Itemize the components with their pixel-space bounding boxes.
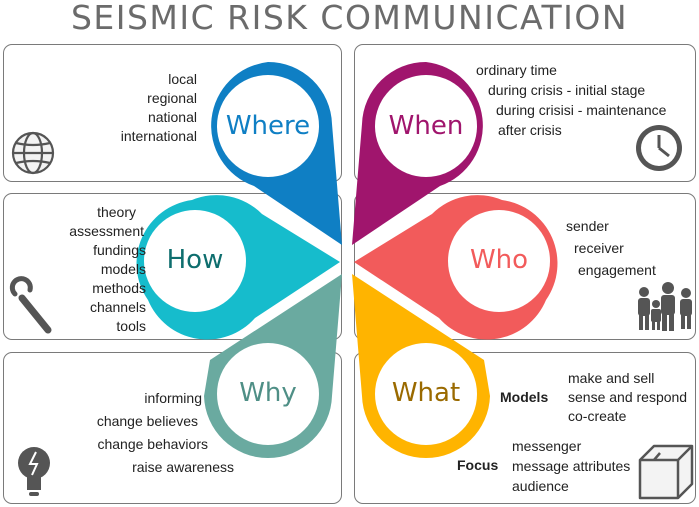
- list-item: receiver: [574, 240, 624, 256]
- why-label: Why: [239, 378, 297, 408]
- how-petal-center: [144, 210, 246, 312]
- list-item: message attributes: [512, 458, 631, 474]
- list-item: during crisisi - maintenance: [496, 102, 667, 118]
- box-icon: [638, 444, 694, 500]
- list-item: tools: [116, 318, 146, 334]
- what-models-list: make and sell sense and respond co-creat…: [568, 369, 687, 426]
- people-icon: [638, 282, 692, 331]
- lightbulb-icon: [18, 447, 50, 496]
- when-label: When: [388, 111, 464, 141]
- how-label: How: [166, 245, 224, 275]
- list-item: raise awareness: [132, 459, 234, 475]
- why-petal: [204, 274, 342, 458]
- who-petal: [354, 195, 558, 340]
- where-petal: [211, 61, 342, 246]
- when-petal-center: [375, 75, 477, 177]
- list-item: methods: [92, 280, 146, 296]
- who-item-list: sender receiver engagement: [566, 215, 656, 281]
- list-item: assessment: [69, 223, 144, 239]
- who-petal-center: [448, 210, 550, 312]
- list-item: international: [120, 128, 197, 144]
- list-item: ordinary time: [476, 62, 557, 78]
- when-petal: [352, 61, 483, 245]
- list-item: national: [147, 109, 197, 125]
- when-item-list: ordinary time during crisis - initial st…: [476, 60, 666, 140]
- list-item: co-create: [568, 408, 627, 424]
- list-item: models: [100, 261, 146, 277]
- list-item: engagement: [578, 262, 656, 278]
- list-item: make and sell: [568, 370, 655, 386]
- where-petal-center: [217, 75, 319, 177]
- what-focus-label: Focus: [457, 457, 499, 473]
- why-petal-center: [217, 343, 319, 445]
- what-focus-list: messenger message attributes audience: [512, 436, 630, 496]
- list-item: regional: [147, 90, 197, 106]
- list-item: sender: [566, 218, 609, 234]
- list-item: audience: [512, 478, 569, 494]
- page-title: SEISMIC RISK COMMUNICATION: [70, 0, 629, 37]
- what-petal-center: [375, 343, 477, 445]
- how-petal: [136, 195, 340, 340]
- list-item: change believes: [96, 413, 198, 429]
- wrench-icon: [9, 276, 52, 334]
- globe-icon: [11, 131, 55, 175]
- how-item-list: theory assessment fundings models method…: [20, 203, 146, 336]
- what-models-label: Models: [500, 389, 549, 405]
- list-item: messenger: [512, 438, 582, 454]
- what-label: What: [391, 378, 461, 408]
- where-label: Where: [225, 111, 311, 141]
- list-item: change behaviors: [97, 436, 208, 452]
- list-item: sense and respond: [568, 389, 688, 405]
- list-item: after crisis: [498, 122, 562, 138]
- what-petal: [352, 274, 490, 458]
- list-item: informing: [144, 390, 202, 406]
- clock-icon: [636, 125, 682, 171]
- who-label: Who: [469, 245, 529, 275]
- list-item: theory: [97, 204, 136, 220]
- where-item-list: local regional national international: [80, 70, 197, 146]
- list-item: local: [168, 71, 197, 87]
- list-item: channels: [89, 299, 146, 315]
- why-item-list: informing change believes change behavio…: [70, 387, 234, 479]
- list-item: during crisis - initial stage: [488, 82, 646, 98]
- list-item: fundings: [93, 242, 146, 258]
